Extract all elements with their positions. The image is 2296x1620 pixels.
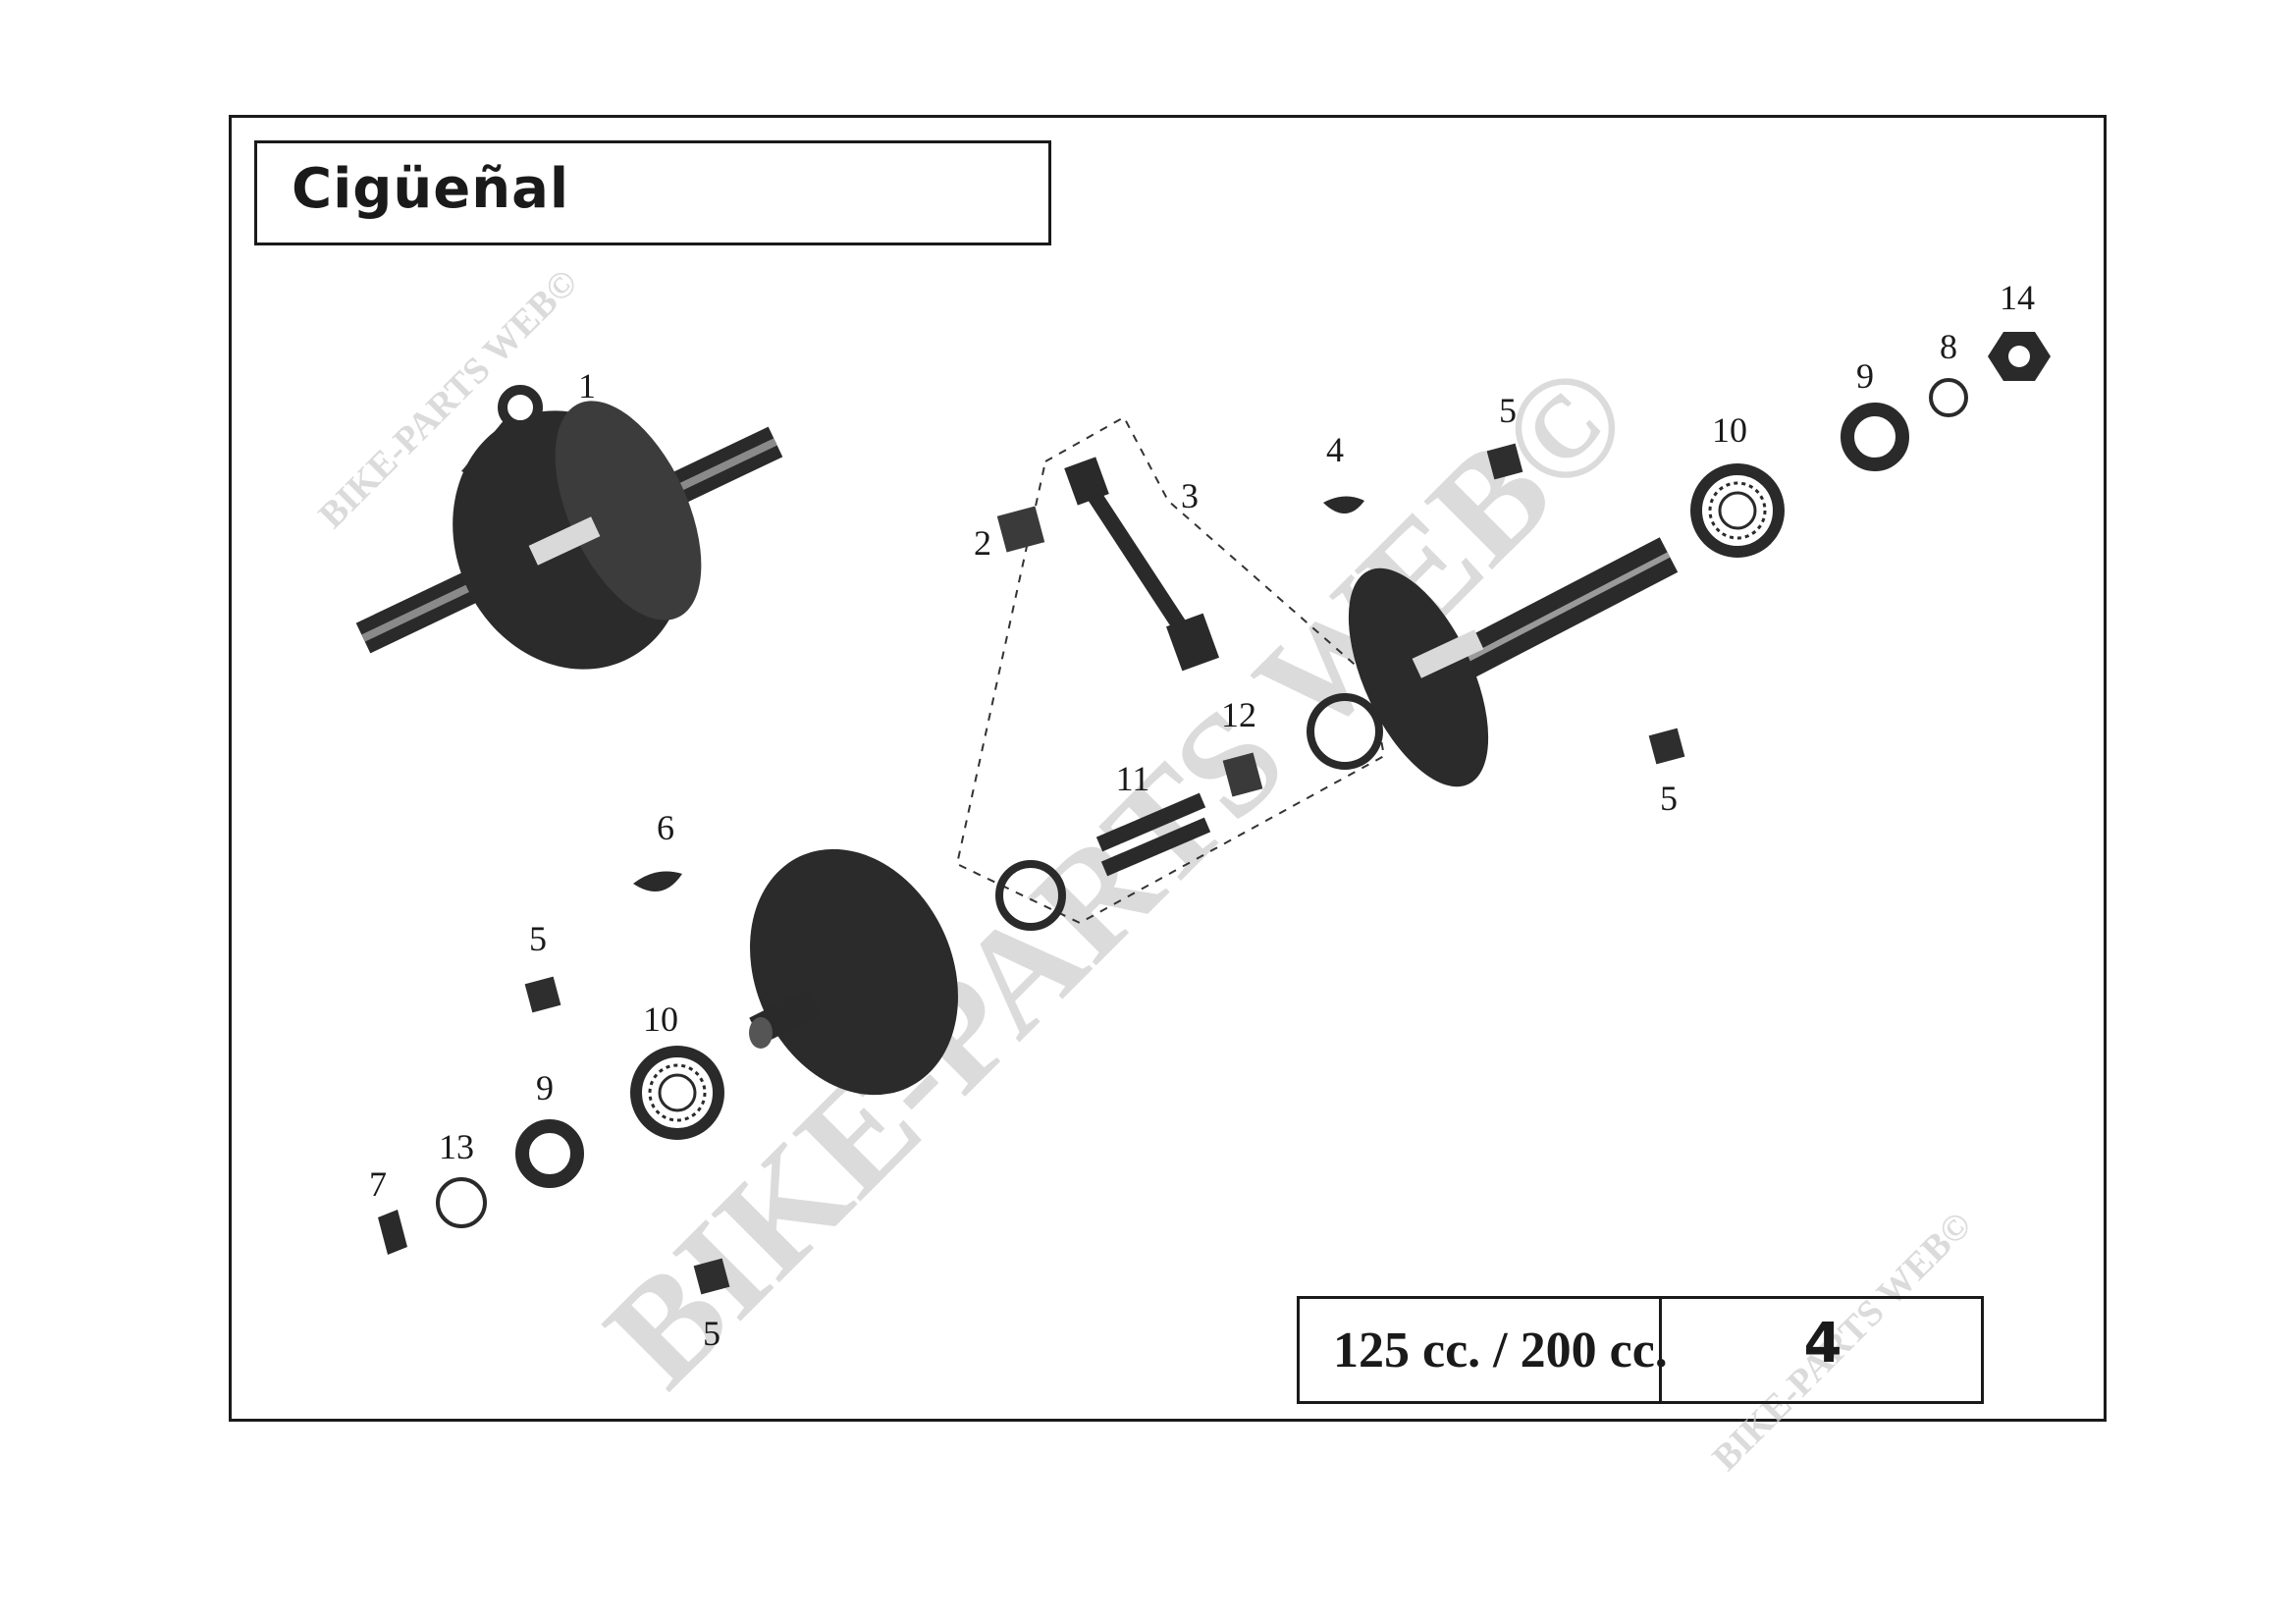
callout-13: 13 <box>439 1127 474 1166</box>
crank-pin-icon <box>1095 792 1211 877</box>
nut-icon-left <box>524 976 561 1013</box>
callout-10-left: 10 <box>643 999 678 1039</box>
displacement-label: 125 cc. / 200 cc. <box>1333 1323 1668 1378</box>
callout-11: 11 <box>1116 759 1150 798</box>
callout-2: 2 <box>974 523 991 563</box>
oil-seal-icon-left <box>515 1119 584 1188</box>
crank-web-left-icon <box>749 848 958 1096</box>
callout-5-top: 5 <box>1499 391 1517 430</box>
crankshaft-assembly-icon <box>355 385 783 670</box>
clip-icon <box>378 1210 407 1255</box>
thrust-washer-icon-left <box>995 860 1066 931</box>
callout-12: 12 <box>1221 695 1256 734</box>
callout-5-right: 5 <box>1660 779 1678 818</box>
shim-icon-13 <box>436 1177 487 1228</box>
callout-8: 8 <box>1940 327 1957 366</box>
woodruff-key-icon-left <box>633 871 682 891</box>
needle-bearing-icon <box>996 506 1045 553</box>
nut-icon-right <box>1648 728 1685 765</box>
diagram-frame <box>229 115 2107 1422</box>
pin-cage-icon <box>1222 752 1263 797</box>
callout-10-right: 10 <box>1712 410 1747 450</box>
nut-icon-bottom <box>693 1258 730 1295</box>
nut-icon-top <box>1486 443 1523 480</box>
callout-9-left: 9 <box>536 1068 554 1107</box>
page-title: Cigüeñal <box>292 157 570 221</box>
callout-3: 3 <box>1181 476 1199 515</box>
connecting-rod-icon <box>1064 457 1220 672</box>
callout-5-left: 5 <box>529 919 547 958</box>
shim-icon-8 <box>1929 378 1968 417</box>
ball-bearing-icon-right <box>1690 463 1785 558</box>
callout-1: 1 <box>578 366 596 405</box>
oil-seal-icon-right <box>1841 403 1909 471</box>
crank-web-right-icon <box>1348 537 1679 787</box>
watermark-main: BIKE-PARTS WEB© <box>575 332 1660 1417</box>
callout-9-right: 9 <box>1856 356 1874 396</box>
displacement-separator <box>1659 1296 1662 1404</box>
page-number: 4 <box>1803 1312 1842 1376</box>
callout-7: 7 <box>369 1164 387 1204</box>
callout-14: 14 <box>2000 278 2035 317</box>
woodruff-key-icon <box>1323 496 1364 514</box>
callout-5-bottom: 5 <box>703 1314 721 1353</box>
callout-6: 6 <box>657 808 674 847</box>
callout-4: 4 <box>1326 430 1344 469</box>
svg-text:BIKE-PARTS WEB©: BIKE-PARTS WEB© <box>575 332 1660 1417</box>
ball-bearing-icon-left <box>630 1046 724 1140</box>
displacement-box <box>1297 1296 1984 1404</box>
thrust-washer-icon-right <box>1307 693 1383 770</box>
title-box <box>254 140 1051 245</box>
